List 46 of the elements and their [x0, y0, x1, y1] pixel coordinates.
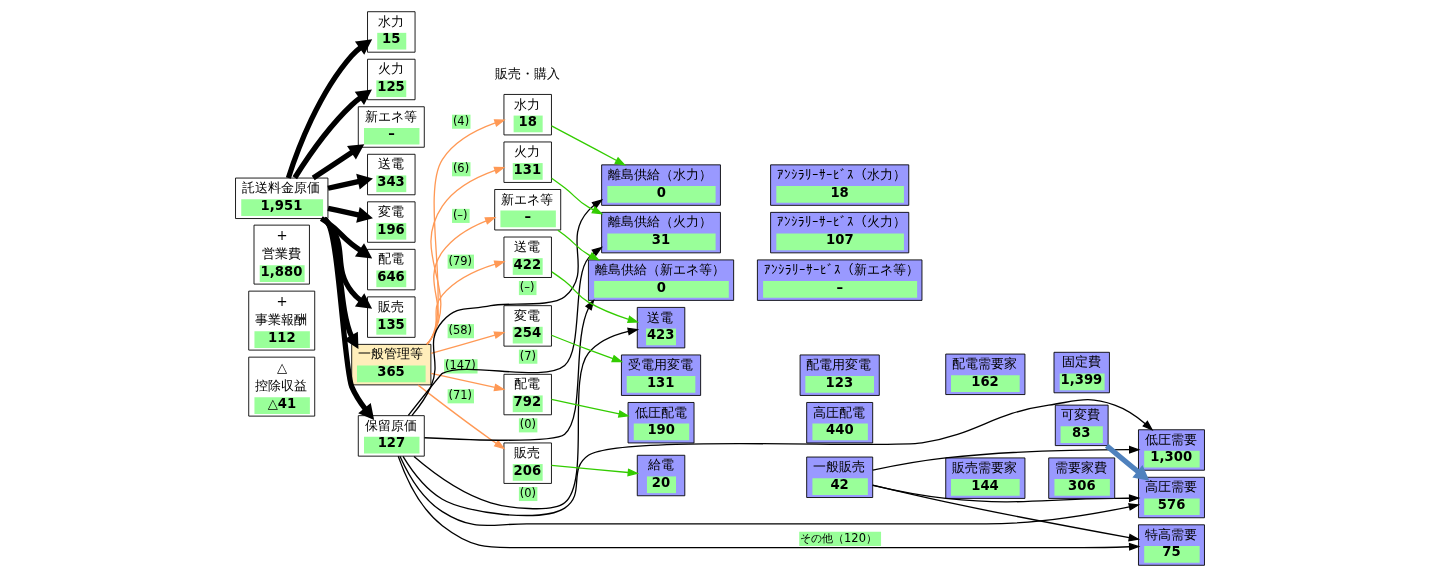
arrow — [550, 334, 624, 363]
arrow — [872, 445, 1141, 471]
edge-label: (0) — [519, 485, 536, 500]
arrow — [551, 271, 640, 324]
label: 販売・購入 — [495, 66, 561, 82]
edge-label: (79) — [448, 253, 472, 268]
edge-label: (7) — [519, 348, 536, 363]
edge-label: (4) — [452, 113, 470, 128]
edge-label: (6) — [452, 161, 470, 176]
arrow — [407, 246, 603, 417]
arrow — [430, 331, 506, 355]
arrow — [327, 173, 373, 191]
arrow — [417, 384, 506, 450]
arrow — [550, 125, 627, 166]
arrow — [397, 455, 1141, 551]
arrow — [426, 217, 497, 345]
edge-label: (–) — [519, 280, 535, 295]
arrow — [872, 484, 1141, 503]
arrow — [1105, 443, 1150, 481]
arrow — [425, 260, 506, 345]
arrow — [557, 229, 601, 261]
arrow — [311, 144, 365, 181]
node-box: 可変費 83 — [1054, 404, 1109, 447]
arrow — [430, 372, 506, 392]
edge-label: (–) — [452, 207, 468, 222]
arrow — [399, 455, 1141, 527]
arrow — [402, 399, 1154, 517]
arrow — [550, 464, 640, 477]
arrow — [285, 39, 373, 179]
arrow — [321, 216, 373, 309]
arrow — [550, 398, 630, 418]
arrow — [423, 298, 595, 441]
arrow — [319, 216, 373, 259]
arrow — [426, 119, 506, 345]
arrow — [292, 89, 372, 180]
arrow — [426, 166, 506, 345]
edge-label: (147) — [444, 358, 476, 373]
arrow — [411, 199, 604, 417]
arrow — [551, 177, 604, 215]
arrow — [322, 217, 375, 421]
edge-label: (71) — [448, 388, 472, 403]
edge-label: その他（120） — [800, 530, 877, 545]
edge-label: (0) — [519, 417, 536, 432]
edge-label: (58) — [448, 323, 472, 338]
arrow — [872, 484, 1141, 542]
arrow — [327, 205, 373, 223]
